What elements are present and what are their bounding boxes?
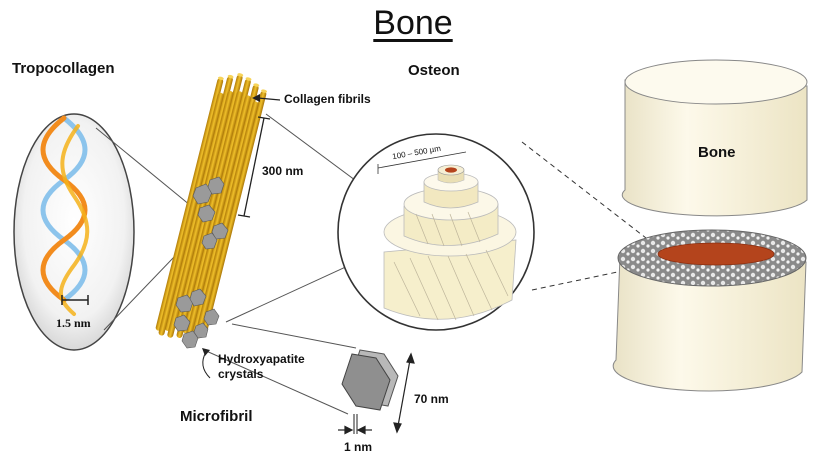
microfibril-label: Microfibril [180,408,253,425]
hydroxyapatite-crystal [342,350,398,410]
crystal-height-label: 70 nm [414,392,449,406]
hydroxyapatite-label-line1: Hydroxyapatite [218,352,305,366]
fibril-length-label: 300 nm [262,164,303,178]
bone-block-upper [622,60,807,216]
helix-width-label: 1.5 nm [56,316,91,331]
crystal-thickness-arrows [338,414,372,434]
osteon-magnified-circle [338,134,534,330]
tropocollagen-label: Tropocollagen [12,60,115,77]
hydroxyapatite-label-line2: crystals [218,367,263,381]
collagen-fibrils-label: Collagen fibrils [284,92,371,106]
collagen-fibril-bundle [154,68,270,348]
crystal-thickness-label: 1 nm [344,440,372,454]
osteon-label: Osteon [408,62,460,79]
crystal-height-arrow [394,354,414,432]
bone-block-lower [613,230,806,391]
tropocollagen-helix-panel [14,114,134,350]
bone-block-label: Bone [698,144,736,161]
